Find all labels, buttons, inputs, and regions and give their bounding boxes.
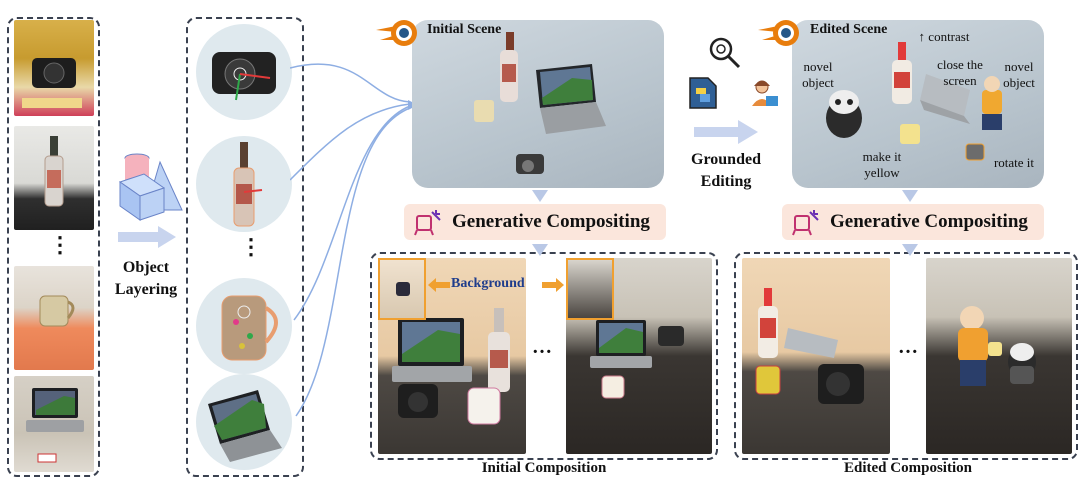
background-label: Background bbox=[451, 276, 525, 291]
edited-scene-down-arrow bbox=[902, 190, 918, 202]
background-thumbnail-right bbox=[566, 258, 614, 320]
input-photos-panel bbox=[7, 17, 100, 477]
grounded-editing-line1: Grounded bbox=[691, 151, 761, 168]
photo-laptop-scene bbox=[14, 376, 94, 472]
background-thumbnail-left bbox=[378, 258, 426, 320]
layer-camera bbox=[196, 24, 292, 120]
initial-scene-objects bbox=[474, 32, 606, 174]
photo-mug-scene bbox=[14, 266, 94, 370]
annotation-novel-object-right-2: object bbox=[1003, 75, 1035, 90]
annotation-novel-object-left-1: novel bbox=[803, 59, 833, 74]
layered-objects-panel bbox=[186, 17, 304, 477]
layer-laptop bbox=[196, 374, 292, 470]
initial-composition-objects-2 bbox=[590, 320, 684, 399]
initial-scene-title: Initial Scene bbox=[427, 22, 502, 37]
initial-composition-objects-1 bbox=[392, 308, 510, 425]
initial-composition-ellipsis: … bbox=[532, 336, 552, 358]
laptop-icon bbox=[26, 388, 84, 463]
edited-composition-photo-1 bbox=[742, 258, 890, 454]
mug-thumb-icon bbox=[396, 282, 410, 296]
layer-to-scene-arrows bbox=[290, 63, 418, 417]
generative-compositing-right: Generative Compositing bbox=[782, 204, 1044, 240]
annotation-make-yellow-2: yellow bbox=[864, 165, 900, 180]
annotation-contrast: ↑ contrast bbox=[918, 29, 970, 44]
initial-scene-panel bbox=[412, 20, 664, 188]
arrow-right-icon bbox=[118, 226, 176, 248]
search-magnifier-icon bbox=[709, 37, 741, 69]
edited-scene-title: Edited Scene bbox=[810, 22, 888, 37]
grounded-editing-line2: Editing bbox=[700, 173, 752, 190]
edited-composition-objects-1 bbox=[755, 288, 864, 404]
object-layering-line2: Layering bbox=[114, 281, 178, 298]
annotation-close-screen-1: close the bbox=[937, 57, 983, 72]
edited-composition-objects-2 bbox=[958, 306, 1036, 386]
orange-arrow-left-icon bbox=[428, 278, 450, 292]
mug-icon bbox=[39, 295, 75, 327]
blender-logo-icon-2 bbox=[758, 20, 799, 46]
initial-scene-down-arrow bbox=[532, 190, 548, 202]
edited-composition-caption: Edited Composition bbox=[844, 460, 972, 476]
layer-bottle bbox=[196, 136, 292, 232]
annotation-novel-object-left-2: object bbox=[802, 75, 834, 90]
annotation-rotate-it: rotate it bbox=[993, 155, 1035, 170]
layers-ellipsis: ⋮ bbox=[240, 234, 262, 259]
bottle-object-icon bbox=[233, 142, 263, 227]
compositing-down-arrow-left bbox=[532, 244, 548, 256]
user-at-laptop-icon bbox=[752, 80, 778, 106]
edited-scene-panel bbox=[792, 20, 1044, 188]
bottle-icon bbox=[44, 136, 64, 207]
blender-logo-icon bbox=[376, 20, 417, 46]
magic-compositing-icon bbox=[414, 210, 441, 236]
compositing-down-arrow-right bbox=[902, 244, 918, 256]
photo-bottle-scene bbox=[14, 126, 94, 230]
edited-composition-photo-2 bbox=[926, 258, 1072, 454]
grounded-editing-arrow-icon bbox=[694, 120, 758, 144]
orange-arrow-right-icon bbox=[542, 278, 564, 292]
left-ellipsis: ⋮ bbox=[49, 232, 71, 257]
edited-scene-objects bbox=[826, 42, 1002, 161]
camera-icon bbox=[22, 58, 82, 108]
generative-compositing-right-label: Generative Compositing bbox=[830, 211, 1028, 232]
camera-object-icon bbox=[212, 52, 276, 101]
object-layering-line1: Object bbox=[122, 259, 170, 276]
magic-compositing-icon-2 bbox=[792, 210, 819, 236]
annotation-novel-object-right-1: novel bbox=[1004, 59, 1034, 74]
laptop-object-icon bbox=[208, 390, 282, 462]
layer-mug bbox=[196, 278, 292, 374]
generative-compositing-left-label: Generative Compositing bbox=[452, 211, 650, 232]
annotation-close-screen-2: screen bbox=[943, 73, 977, 88]
initial-composition-caption: Initial Composition bbox=[481, 460, 607, 476]
initial-composition-photo-1 bbox=[378, 258, 526, 454]
annotation-make-yellow-1: make it bbox=[862, 149, 902, 164]
3d-shapes-icon bbox=[118, 153, 183, 221]
mug-object-icon bbox=[221, 295, 278, 361]
edited-composition-ellipsis: … bbox=[898, 336, 918, 358]
generative-compositing-left: Generative Compositing bbox=[404, 204, 666, 240]
photo-camera-scene bbox=[14, 20, 94, 116]
python-file-icon bbox=[689, 77, 717, 109]
